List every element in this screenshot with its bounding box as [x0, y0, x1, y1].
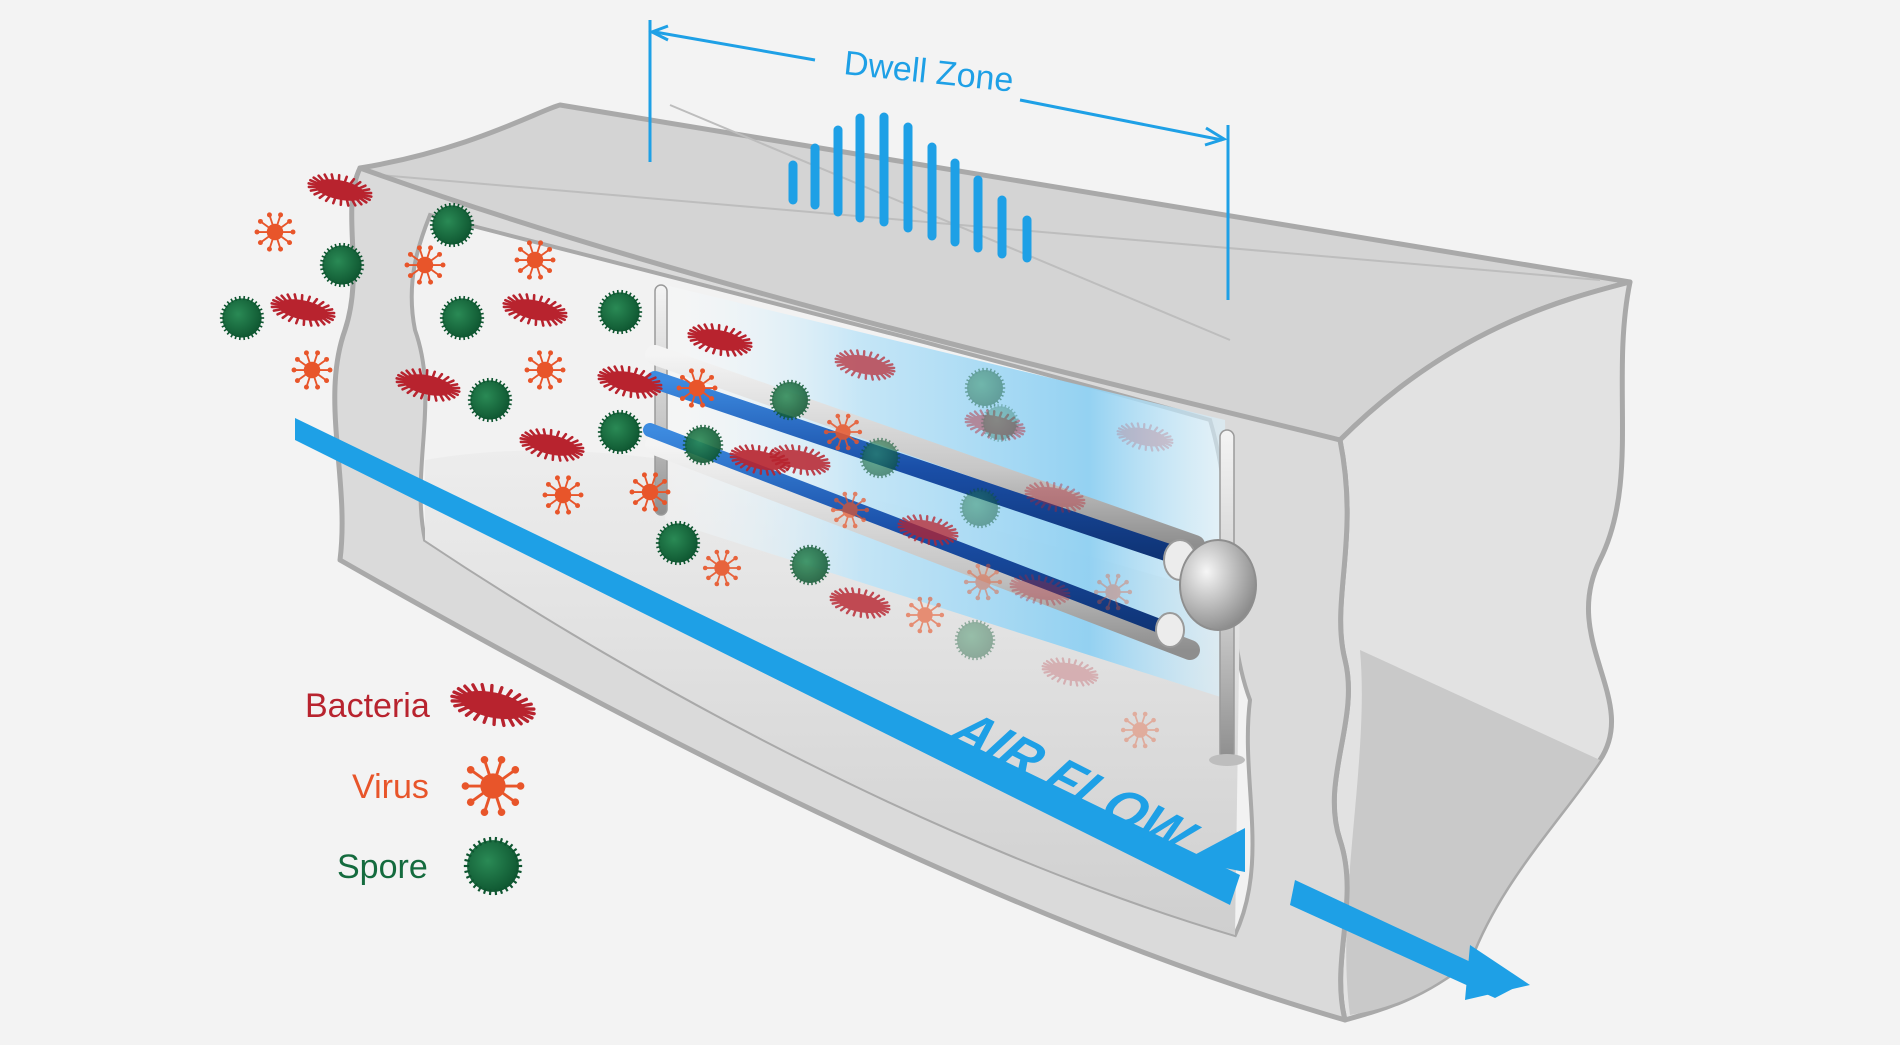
virus-particle: [1120, 711, 1160, 749]
bacteria-particle: [270, 293, 336, 327]
spore-particle: [597, 409, 643, 455]
bacteria-particle: [769, 444, 831, 476]
spore-particle: [769, 379, 811, 421]
virus-particle: [514, 240, 556, 280]
duct-end-inner-shadow: [1346, 650, 1600, 1015]
virus-particle: [905, 596, 945, 634]
spore-particle: [597, 289, 643, 335]
bacteria-particle: [897, 514, 959, 546]
virus-icon: [461, 755, 525, 817]
airflow-pointer: [1465, 945, 1530, 1000]
airflow-arrow: [295, 418, 1530, 1000]
bacteria-particle: [307, 173, 373, 207]
uv-lamp-upper: [646, 371, 1184, 564]
virus-particle: [461, 755, 525, 817]
virus-particle: [702, 549, 742, 587]
bacteria-particle: [395, 368, 461, 402]
spore-particle: [682, 424, 724, 466]
virus-particle: [524, 350, 566, 390]
spore-particle: [439, 295, 485, 341]
virus-particle: [830, 491, 870, 529]
duct-top-crease: [379, 104, 1601, 341]
spore-particle: [319, 242, 365, 288]
bacteria-particle: [1041, 657, 1099, 687]
uv-wave-bars: [788, 112, 1032, 263]
spore-particle: [964, 367, 1006, 409]
spore-particle: [789, 544, 831, 586]
dwell-zone-label: Dwell Zone: [842, 44, 1015, 100]
bacteria-icon: [450, 682, 536, 728]
virus-particle: [542, 475, 584, 515]
bacteria-particle: [1024, 481, 1086, 513]
virus-particle: [404, 245, 446, 285]
particles: [219, 173, 1174, 749]
bacteria-particle: [502, 293, 568, 327]
spore-particle: [655, 520, 701, 566]
virus-particle: [823, 413, 863, 451]
spore-particle: [219, 295, 265, 341]
spore-icon: [463, 836, 523, 896]
spore-particle: [859, 437, 901, 479]
spore-particle: [954, 619, 996, 661]
legend-label-spore: Spore: [337, 848, 428, 886]
spore-particle: [981, 404, 1019, 442]
bacteria-particle: [519, 428, 585, 462]
spore-particle: [959, 487, 1001, 529]
virus-particle: [676, 368, 718, 408]
bacteria-particle: [1009, 574, 1071, 606]
legend: Bacteria Virus Spore: [305, 682, 536, 896]
dwell-zone-bracket: [648, 20, 1230, 300]
bacteria-particle: [597, 365, 663, 399]
virus-particle: [963, 563, 1003, 601]
virus-particle: [291, 350, 333, 390]
bacteria-particle: [450, 682, 536, 728]
legend-label-bacteria: Bacteria: [305, 687, 430, 725]
virus-particle: [629, 472, 671, 512]
spore-particle: [463, 836, 523, 896]
virus-particle: [1093, 573, 1133, 611]
legend-label-virus: Virus: [352, 768, 429, 806]
airflow-label-tail: [1185, 828, 1245, 872]
bacteria-particle: [1116, 422, 1174, 452]
bacteria-particle: [834, 349, 896, 381]
virus-particle: [254, 212, 296, 252]
spore-particle: [429, 202, 475, 248]
spore-particle: [467, 377, 513, 423]
bacteria-particle: [829, 587, 891, 619]
bacteria-particle: [687, 323, 753, 357]
